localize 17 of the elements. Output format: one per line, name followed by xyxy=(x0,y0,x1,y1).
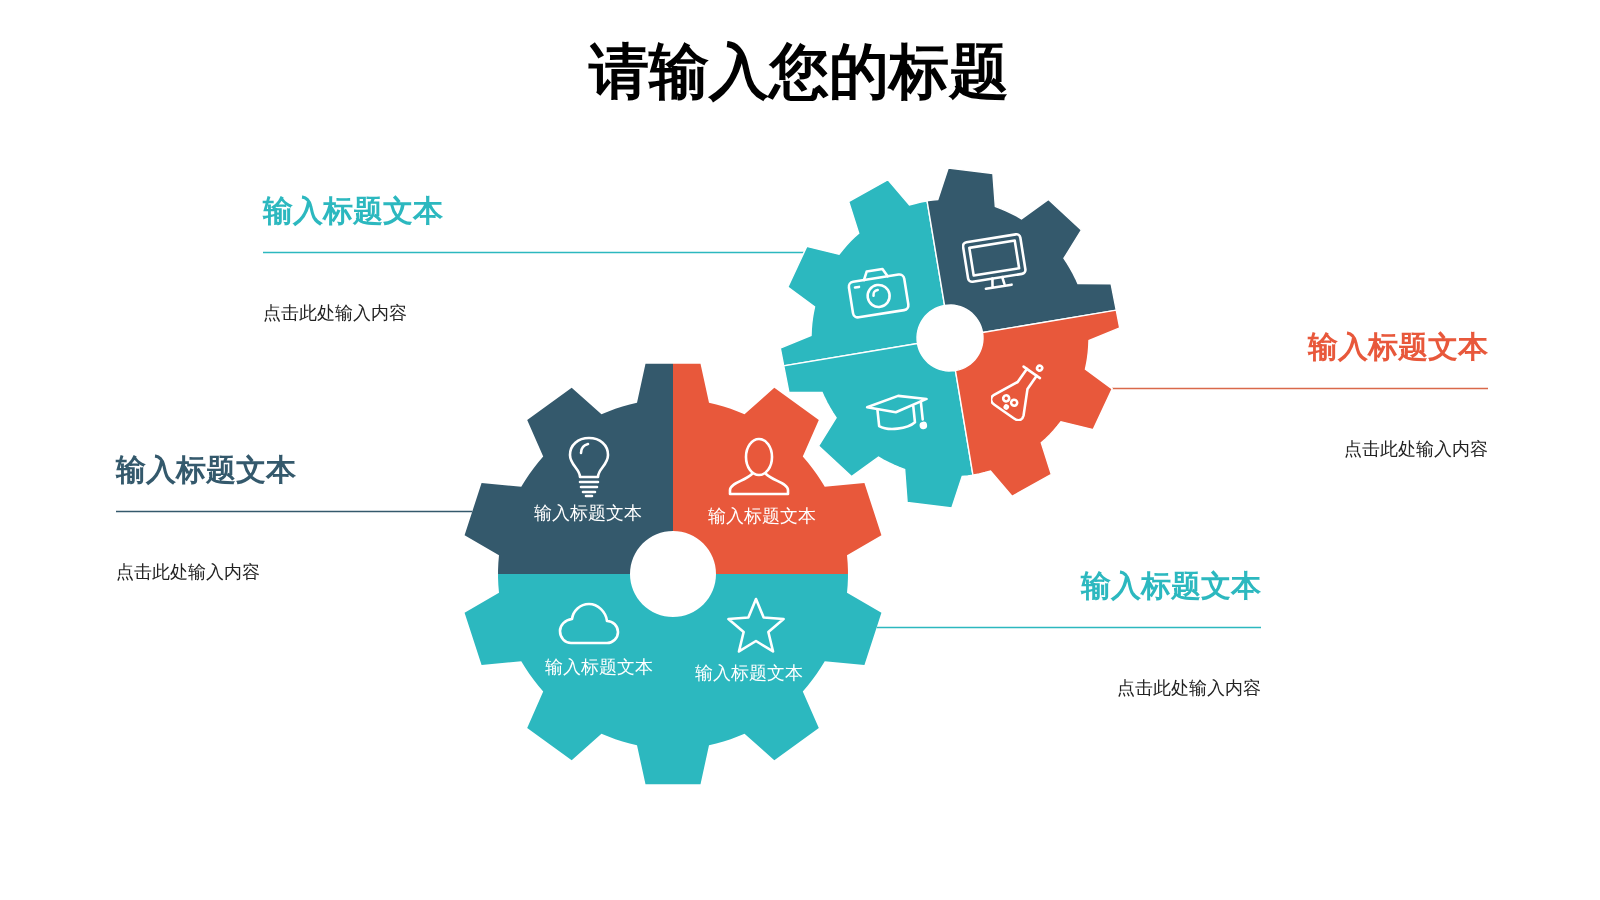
leader-line xyxy=(876,626,1262,629)
heading: 输入标题文本 xyxy=(263,193,443,229)
label: 输入标题文本 xyxy=(534,502,642,524)
label: 输入标题文本 xyxy=(545,656,653,678)
title: 请输入您的标题 xyxy=(588,35,1009,107)
heading: 输入标题文本 xyxy=(1081,568,1261,604)
body-text: 点击此处输入内容 xyxy=(1344,439,1488,460)
body-text: 点击此处输入内容 xyxy=(1117,678,1261,699)
body-text: 点击此处输入内容 xyxy=(116,562,260,583)
heading: 输入标题文本 xyxy=(1308,329,1488,365)
leader-line xyxy=(262,251,805,254)
heading: 输入标题文本 xyxy=(116,452,296,488)
label: 输入标题文本 xyxy=(708,505,816,527)
body-text: 点击此处输入内容 xyxy=(263,303,407,324)
leader-line xyxy=(1111,387,1489,390)
leader-line xyxy=(115,510,473,513)
label: 输入标题文本 xyxy=(695,662,803,684)
